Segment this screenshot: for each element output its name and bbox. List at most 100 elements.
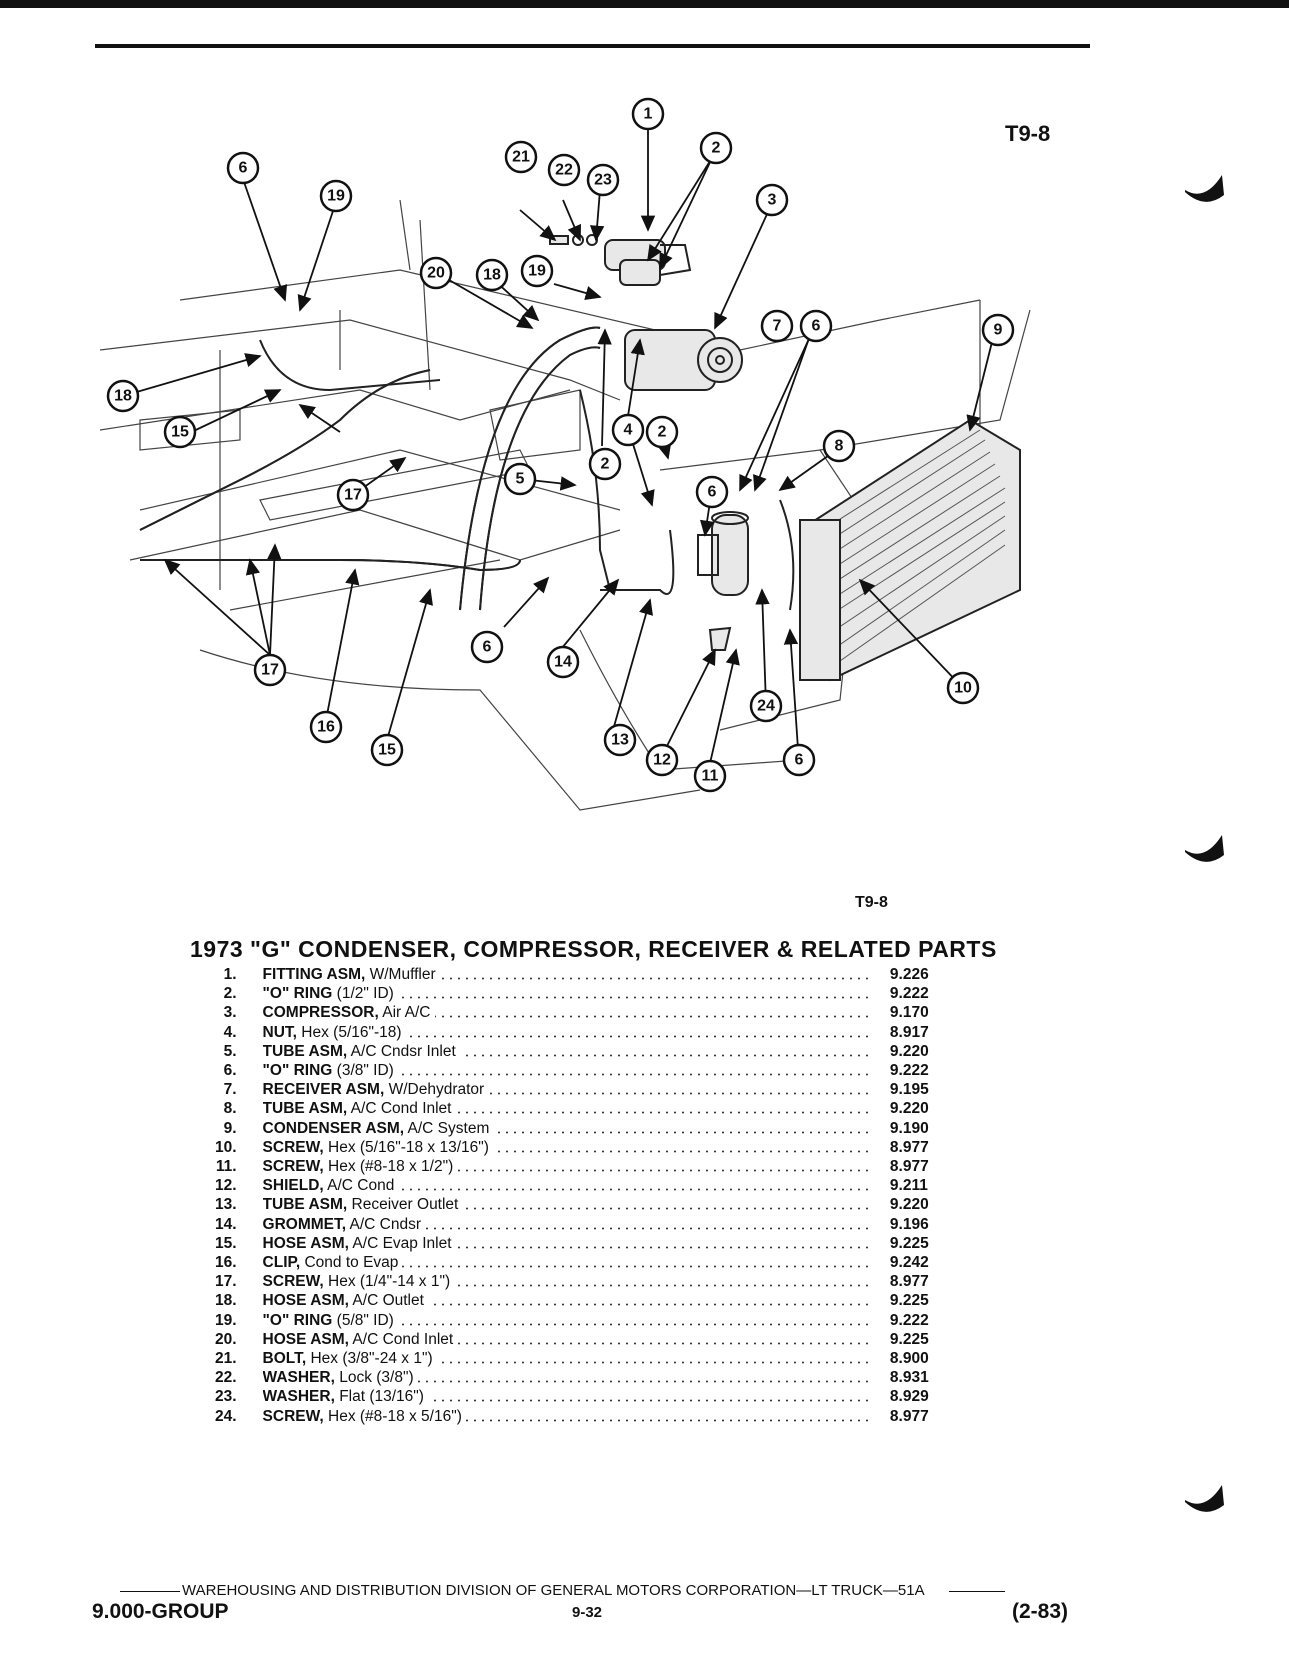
- top-border-line: [0, 0, 1289, 8]
- item-detail: A/C Cndsr Inlet: [347, 1042, 456, 1060]
- callout-15: 15: [163, 415, 197, 449]
- group-code: 9.222: [889, 1311, 929, 1329]
- item-number: 13.: [214, 1196, 237, 1214]
- callout-19: 19: [319, 179, 353, 213]
- item-number: 10.: [214, 1138, 237, 1156]
- item-detail: (3/8" ID): [332, 1062, 394, 1080]
- callout-3: 3: [755, 183, 789, 217]
- svg-text:23: 23: [594, 172, 612, 189]
- item-name: BOLT,: [262, 1350, 307, 1368]
- item-description: SCREW, Hex (#8-18 x 1/2"): [262, 1157, 868, 1177]
- group-code: 9.225: [889, 1234, 929, 1252]
- svg-text:11: 11: [702, 768, 719, 785]
- item-name: NUT,: [262, 1023, 297, 1041]
- svg-text:8: 8: [835, 438, 844, 455]
- item-name: SCREW,: [262, 1138, 324, 1156]
- item-detail: Hex (3/8"-24 x 1"): [306, 1350, 433, 1368]
- item-description: CONDENSER ASM, A/C System: [262, 1118, 868, 1138]
- svg-text:24: 24: [757, 698, 775, 715]
- callout-5: 5: [503, 462, 537, 496]
- group-code: 9.226: [889, 966, 929, 983]
- item-number: 7.: [223, 1081, 237, 1099]
- table-row: 23.WASHER, Flat (13/16")8.929: [178, 1387, 978, 1407]
- svg-text:3: 3: [768, 192, 777, 209]
- group-code: 9.170: [889, 1004, 929, 1022]
- group-code: 8.931: [889, 1369, 929, 1387]
- item-description: CLIP, Cond to Evap: [262, 1253, 868, 1273]
- item-description: FITTING ASM, W/Muffler: [262, 965, 868, 985]
- svg-text:10: 10: [954, 680, 972, 697]
- svg-text:13: 13: [611, 732, 629, 749]
- callout-17: 17: [336, 478, 370, 512]
- callout-18: 18: [475, 258, 509, 292]
- svg-text:6: 6: [795, 752, 804, 769]
- group-code: 9.196: [889, 1215, 929, 1233]
- item-number: 17.: [214, 1273, 237, 1291]
- receiver-drawing: [697, 511, 749, 596]
- callout-13: 13: [603, 723, 637, 757]
- item-number: 1.: [223, 966, 237, 983]
- item-description: "O" RING (5/8" ID): [262, 1310, 868, 1330]
- group-code: 8.977: [889, 1138, 929, 1156]
- callout-6: 6: [782, 743, 816, 777]
- callout-6: 6: [470, 630, 504, 664]
- item-name: SCREW,: [262, 1273, 324, 1291]
- callout-6: 6: [695, 475, 729, 509]
- item-detail: A/C Outlet: [348, 1292, 424, 1310]
- item-number: 11.: [215, 1158, 237, 1176]
- callout-leaders: [122, 126, 996, 773]
- condenser-drawing: [799, 418, 1021, 682]
- group-code: 8.977: [889, 1158, 929, 1176]
- table-row: 4.NUT, Hex (5/16"-18)8.917: [178, 1022, 978, 1042]
- item-description: SCREW, Hex (#8-18 x 5/16"): [262, 1406, 868, 1426]
- svg-text:16: 16: [317, 719, 335, 736]
- item-detail: Receiver Outlet: [347, 1196, 459, 1214]
- callout-2: 2: [588, 447, 622, 481]
- parts-list-title: 1973 "G" CONDENSER, COMPRESSOR, RECEIVER…: [190, 936, 997, 962]
- svg-text:17: 17: [344, 487, 362, 504]
- callout-24: 24: [749, 689, 783, 723]
- item-detail: Hex (1/4"-14 x 1"): [323, 1273, 451, 1291]
- item-number: 23.: [214, 1388, 237, 1406]
- item-detail: Hex (#8-18 x 1/2"): [323, 1158, 454, 1176]
- svg-text:4: 4: [624, 422, 633, 439]
- item-name: TUBE ASM,: [262, 1196, 348, 1214]
- item-number: 24.: [214, 1407, 237, 1425]
- group-code: 9.225: [889, 1330, 929, 1348]
- item-detail: Hex (5/16"-18 x 13/16"): [323, 1138, 489, 1156]
- callout-17: 17: [253, 653, 287, 687]
- callout-1: 1: [631, 97, 665, 131]
- fitting-muffler-drawing: [549, 234, 692, 286]
- item-detail: (1/2" ID): [332, 985, 394, 1003]
- table-row: 24.SCREW, Hex (#8-18 x 5/16")8.977: [178, 1406, 978, 1426]
- callout-21: 21: [504, 140, 538, 174]
- svg-text:6: 6: [708, 484, 717, 501]
- callout-19: 19: [520, 254, 554, 288]
- item-description: TUBE ASM, A/C Cond Inlet: [262, 1099, 868, 1119]
- group-code: 9.220: [889, 1100, 929, 1118]
- item-name: HOSE ASM,: [262, 1330, 349, 1348]
- callout-2: 2: [699, 131, 733, 165]
- item-number: 15.: [214, 1234, 237, 1252]
- item-name: "O" RING: [262, 985, 333, 1003]
- group-code: 9.190: [889, 1119, 929, 1137]
- footer-group: 9.000-GROUP: [92, 1600, 229, 1623]
- item-description: COMPRESSOR, Air A/C: [262, 1003, 868, 1023]
- table-row: 1. FITTING ASM, W/Muffler 9.226: [178, 965, 978, 985]
- callout-11: 11: [693, 759, 727, 793]
- group-code: 9.195: [889, 1081, 929, 1099]
- binder-mark-icon: [1185, 175, 1224, 202]
- item-description: NUT, Hex (5/16"-18): [262, 1022, 868, 1042]
- item-description: BOLT, Hex (3/8"-24 x 1"): [262, 1349, 868, 1369]
- item-detail: A/C Cond: [323, 1177, 395, 1195]
- item-detail: W/Dehydrator: [384, 1081, 485, 1099]
- item-name: SHIELD,: [262, 1177, 324, 1195]
- svg-text:9: 9: [994, 322, 1003, 339]
- item-detail: Hex (#8-18 x 5/16"): [323, 1407, 462, 1425]
- item-number: 19.: [214, 1311, 237, 1329]
- header-rule: [95, 44, 1090, 48]
- group-code: 8.929: [889, 1388, 929, 1406]
